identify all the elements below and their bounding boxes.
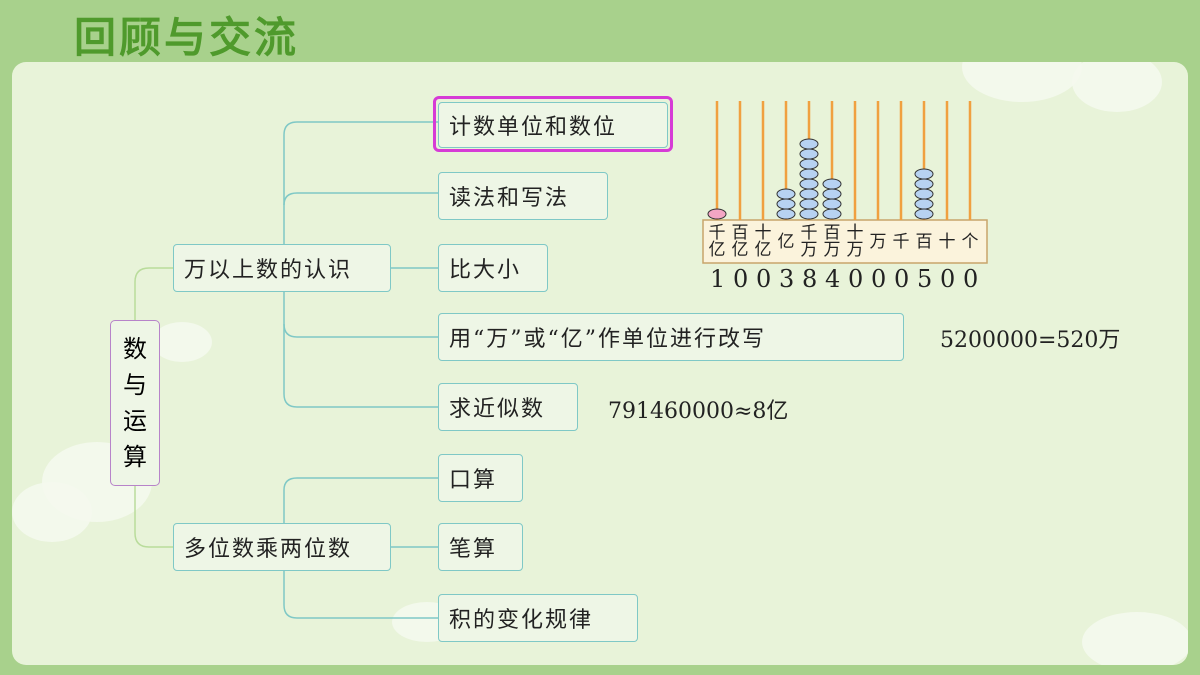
example-rewrite: 5200000=520万 (940, 328, 1121, 353)
abacus-place-char: 百 (823, 223, 841, 243)
abacus-bead (914, 178, 934, 190)
abacus-place-char: 百 (915, 231, 933, 252)
abacus-place-char: 万 (846, 240, 864, 260)
leaf-oral-calc: 口算 (438, 454, 523, 502)
abacus-bead (799, 188, 819, 200)
leaf-counting-units: 计数单位和数位 (438, 102, 668, 148)
abacus-digit: 0 (963, 265, 979, 293)
abacus-digit: 0 (894, 265, 910, 293)
root-char: 运 (123, 407, 147, 435)
abacus-place-char: 十 (846, 223, 864, 243)
abacus-place-char: 万 (869, 231, 887, 252)
abacus-bead (799, 168, 819, 180)
highlight-frame (433, 96, 673, 152)
page-title: 回顾与交流 (74, 13, 300, 62)
leaf-written-calc: 笔算 (438, 523, 523, 571)
abacus-place-char: 万 (823, 240, 841, 260)
abacus-bead (776, 208, 796, 220)
abacus-bead (914, 168, 934, 180)
abacus-bead (914, 188, 934, 200)
abacus-bead (914, 208, 934, 220)
branch-number-recognition: 万以上数的认识 (173, 244, 391, 292)
abacus-digit: 3 (779, 265, 795, 293)
abacus-bead (799, 138, 819, 150)
abacus-place-label: 万 (869, 231, 887, 252)
root-char: 算 (123, 443, 147, 471)
abacus-place-char: 千 (800, 223, 818, 243)
abacus-digit: 1 (710, 265, 726, 293)
abacus-place-char: 万 (800, 240, 818, 260)
abacus-place-char: 亿 (731, 240, 749, 260)
abacus-bead (822, 178, 842, 190)
abacus-bead (776, 188, 796, 200)
abacus-bead (799, 198, 819, 210)
abacus (702, 101, 988, 264)
abacus-bead (822, 188, 842, 200)
leaf-approximation: 求近似数 (438, 383, 578, 431)
abacus-place-label: 百亿 (731, 225, 749, 259)
abacus-bead (822, 198, 842, 210)
abacus-place-label: 亿 (777, 231, 795, 252)
abacus-bead (914, 198, 934, 210)
abacus-bead (799, 178, 819, 190)
abacus-place-label: 百 (915, 231, 933, 252)
abacus-place-label: 个 (961, 231, 979, 252)
abacus-digit: 0 (756, 265, 772, 293)
abacus-place-label: 千亿 (708, 225, 726, 259)
abacus-place-char: 亿 (708, 240, 726, 260)
abacus-place-label: 十万 (846, 225, 864, 259)
leaf-reading-writing: 读法和写法 (438, 172, 608, 220)
abacus-place-label: 百万 (823, 225, 841, 259)
leaf-rewrite-units: 用“万”或“亿”作单位进行改写 (438, 313, 904, 361)
root-char: 数 (123, 335, 147, 363)
abacus-digit: 8 (802, 265, 818, 293)
example-approx: 791460000≈8亿 (608, 399, 789, 424)
branch-multiplication: 多位数乘两位数 (173, 523, 391, 571)
abacus-bead (707, 208, 727, 220)
abacus-bead (799, 208, 819, 220)
leaf-comparing: 比大小 (438, 244, 548, 292)
abacus-digit: 0 (848, 265, 864, 293)
abacus-place-char: 千 (892, 231, 910, 252)
abacus-bead (799, 158, 819, 170)
abacus-place-char: 百 (731, 223, 749, 243)
abacus-place-label: 十亿 (754, 225, 772, 259)
abacus-digit: 0 (940, 265, 956, 293)
abacus-digit: 4 (825, 265, 841, 293)
abacus-frame (702, 219, 988, 264)
abacus-place-char: 千 (708, 223, 726, 243)
abacus-bead (822, 208, 842, 220)
abacus-bead (776, 198, 796, 210)
abacus-bead (799, 148, 819, 160)
abacus-place-char: 亿 (754, 240, 772, 260)
abacus-place-label: 十 (938, 231, 956, 252)
root-char: 与 (123, 371, 147, 399)
root-node: 数 与 运 算 (110, 320, 160, 486)
abacus-digit: 0 (871, 265, 887, 293)
abacus-place-char: 个 (961, 231, 979, 252)
abacus-digit: 5 (917, 265, 933, 293)
abacus-place-char: 十 (938, 231, 956, 252)
abacus-place-char: 十 (754, 223, 772, 243)
abacus-place-label: 千 (892, 231, 910, 252)
abacus-digit: 0 (733, 265, 749, 293)
leaf-product-rule: 积的变化规律 (438, 594, 638, 642)
abacus-place-label: 千万 (800, 225, 818, 259)
abacus-place-char: 亿 (777, 231, 795, 252)
